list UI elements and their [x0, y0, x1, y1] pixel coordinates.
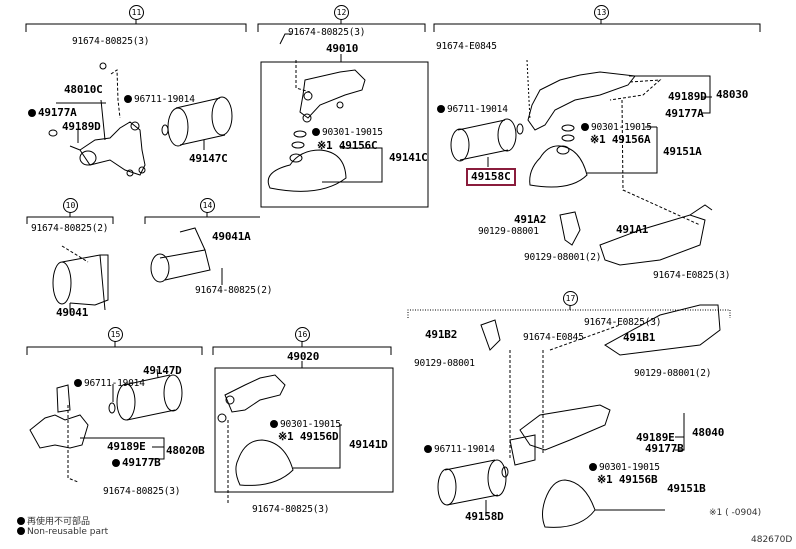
part-label[interactable]: 491B2 — [425, 328, 458, 341]
pump-48020B — [29, 368, 183, 483]
part-label[interactable]: 491B1 — [623, 331, 656, 344]
drawing-id: 482670D — [751, 535, 793, 545]
part-label[interactable]: 91674-E0825(3) — [653, 270, 731, 281]
part-label[interactable]: 49151A — [663, 145, 702, 158]
filter-49147C — [161, 96, 233, 150]
non-reusable-marker — [270, 420, 278, 428]
part-label[interactable]: 491A1 — [616, 223, 649, 236]
ref-13: 13 — [594, 5, 609, 20]
pump-49020 — [217, 374, 342, 505]
part-label[interactable]: 49147D — [143, 364, 182, 377]
part-label[interactable]: 91674-80825(2) — [195, 285, 273, 296]
part-label[interactable]: 91674-E0825(3) — [584, 317, 662, 328]
part-label[interactable]: 96711-19014 — [74, 378, 145, 389]
legend-line-en: Non-reusable part — [17, 527, 108, 537]
non-reusable-marker — [17, 517, 25, 525]
ref-16: 16 — [295, 327, 310, 342]
pump-48030 — [450, 59, 713, 266]
ref-14: 14 — [200, 198, 215, 213]
non-reusable-marker — [424, 445, 432, 453]
part-label[interactable]: 49041 — [56, 306, 89, 319]
motor-49041A — [150, 227, 223, 285]
part-label[interactable]: 48030 — [716, 88, 749, 101]
non-reusable-marker — [28, 109, 36, 117]
part-label[interactable]: 90129-08001(2) — [634, 368, 712, 379]
bolt-leader-11 — [110, 69, 121, 119]
non-reusable-marker — [74, 379, 82, 387]
part-label[interactable]: 49041A — [212, 230, 251, 243]
part-label[interactable]: 49189D — [668, 90, 707, 103]
part-label[interactable]: 91674-80825(2) — [31, 223, 109, 234]
part-label[interactable]: ※1 49156A — [590, 133, 651, 146]
highlighted-part-49158C[interactable]: 49158C — [466, 168, 516, 186]
non-reusable-marker — [17, 527, 25, 535]
assembly-box-49020 — [214, 367, 394, 493]
non-reusable-marker — [312, 128, 320, 136]
legend-line-jp: 再使用不可部品 — [17, 514, 90, 527]
part-label[interactable]: 48020B — [166, 444, 205, 457]
part-label[interactable]: ※1 49156B — [597, 473, 658, 486]
pump-48040 — [437, 304, 721, 528]
part-label[interactable]: 90129-08001(2) — [524, 252, 602, 263]
footnote: ※1 ( -0904) — [709, 508, 762, 518]
part-label[interactable]: 48010C — [64, 83, 103, 96]
filter-49158C — [450, 118, 517, 167]
group-bracket-14 — [144, 211, 260, 224]
non-reusable-marker — [437, 105, 445, 113]
pump-body-11 — [48, 99, 146, 177]
part-label[interactable]: 49020 — [287, 350, 320, 363]
part-label[interactable]: 49151B — [667, 482, 706, 495]
ref-10: 10 — [63, 198, 78, 213]
non-reusable-marker — [124, 95, 132, 103]
ref-12: 12 — [334, 5, 349, 20]
part-label[interactable]: 91674-80825(3) — [288, 27, 366, 38]
part-label[interactable]: 49147C — [189, 152, 228, 165]
part-label[interactable]: ※1 49156D — [278, 430, 339, 443]
bolt-icon-11 — [99, 62, 107, 70]
part-label[interactable]: 91674-E0845 — [523, 332, 584, 343]
part-label[interactable]: 49189E — [636, 431, 675, 444]
part-label[interactable]: ※1 49156C — [317, 139, 378, 152]
pump-49010 — [267, 33, 383, 192]
part-label[interactable]: 49177A — [28, 107, 77, 118]
part-label[interactable]: 91674-80825(3) — [72, 36, 150, 47]
part-label[interactable]: 49158D — [465, 510, 504, 523]
part-label[interactable]: 491A2 — [514, 213, 547, 226]
part-label[interactable]: 90301-19015 — [589, 462, 660, 473]
assembly-box-49010 — [260, 61, 429, 208]
part-label[interactable]: 49177B — [645, 442, 684, 455]
part-label[interactable]: 96711-19014 — [437, 104, 508, 115]
part-label[interactable]: 90129-08001 — [478, 226, 539, 237]
ref-11: 11 — [129, 5, 144, 20]
part-label[interactable]: 49141D — [349, 438, 388, 451]
part-label[interactable]: 49189E — [107, 440, 146, 453]
non-reusable-marker — [589, 463, 597, 471]
group-bracket-17 — [407, 309, 731, 318]
part-label[interactable]: 90301-19015 — [581, 122, 652, 133]
group-bracket-15 — [26, 340, 203, 355]
part-label[interactable]: 49141C — [389, 151, 428, 164]
part-label[interactable]: 49189D — [62, 120, 101, 133]
ref-17: 17 — [563, 291, 578, 306]
ref-15: 15 — [108, 327, 123, 342]
part-label[interactable]: 49177B — [112, 457, 161, 468]
part-label[interactable]: 90301-19015 — [312, 127, 383, 138]
non-reusable-marker — [581, 123, 589, 131]
part-label[interactable]: 91674-E0845 — [436, 41, 497, 52]
group-bracket-11 — [25, 18, 247, 32]
non-reusable-marker — [112, 459, 120, 467]
part-label[interactable]: 49010 — [326, 42, 359, 55]
part-label[interactable]: 49177A — [665, 107, 704, 120]
motor-49041 — [52, 245, 109, 312]
part-label[interactable]: 91674-80825(3) — [103, 486, 181, 497]
part-label[interactable]: 96711-19014 — [424, 444, 495, 455]
group-bracket-13 — [433, 18, 761, 32]
part-label[interactable]: 96711-19014 — [124, 94, 195, 105]
part-label[interactable]: 91674-80825(3) — [252, 504, 330, 515]
part-label[interactable]: 90301-19015 — [270, 419, 341, 430]
part-label[interactable]: 48040 — [692, 426, 725, 439]
part-label[interactable]: 90129-08001 — [414, 358, 475, 369]
